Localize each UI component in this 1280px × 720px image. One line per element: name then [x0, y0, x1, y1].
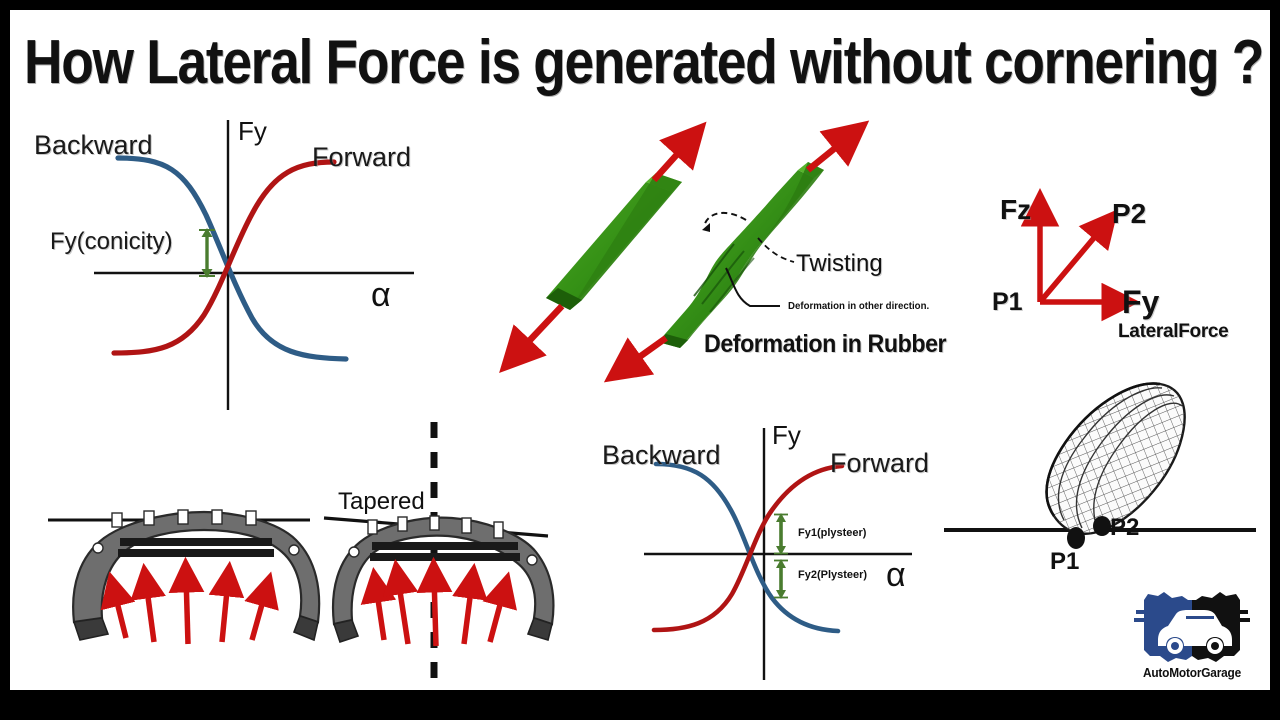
- page-title: How Lateral Force is generated without c…: [24, 24, 1264, 100]
- contact-point-p1-dot: [1067, 527, 1085, 549]
- plysteer-fy1-arrow: [774, 513, 788, 555]
- deformation-leader-line: [725, 267, 780, 307]
- plysteer-y-axis-label: Fy: [772, 420, 801, 450]
- rubber-arrow-down-left: [499, 303, 565, 374]
- tire-sections-svg: [48, 422, 555, 678]
- force-vector-panel: Fz P2 Fy LateralForce P1: [972, 178, 1270, 358]
- vector-fz-label: Fz: [1000, 194, 1032, 225]
- cambered-tire-svg: [944, 382, 1256, 549]
- plysteer-fy2-label: Fy2(Plysteer): [798, 569, 868, 581]
- page-title-text: How Lateral Force is generated without c…: [24, 27, 1264, 97]
- cambered-p2-label: P2: [1110, 514, 1140, 541]
- twisting-leader-line: [757, 237, 795, 263]
- conicity-measure-arrow: [199, 228, 215, 278]
- brand-logo-text: AutoMotorGarage: [1142, 666, 1242, 680]
- plysteer-chart-panel: Backward Forward Fy α Fy1(plysteer): [576, 418, 976, 690]
- vector-p1-label: P1: [992, 288, 1023, 316]
- cambered-tire-panel: P2 P1: [936, 368, 1266, 588]
- conicity-measure-label: Fy(conicity): [50, 228, 173, 255]
- plysteer-chart-svg: [644, 428, 912, 680]
- plysteer-forward-label: Forward: [830, 448, 930, 478]
- rubber-arrow-up-right: [805, 120, 870, 173]
- force-vector-svg: [1020, 188, 1140, 322]
- conicity-y-axis-label: Fy: [238, 116, 267, 146]
- rubber-deformation-panel: Twisting Deformation in other direction.…: [458, 120, 978, 383]
- conicity-forward-curve: [111, 159, 337, 356]
- tapered-label: Tapered: [338, 488, 425, 515]
- tire-sections-panel: Tapered: [28, 410, 568, 690]
- conicity-x-axis-label: α: [371, 276, 391, 314]
- conicity-forward-label: Forward: [312, 142, 412, 172]
- deformation-note-label: Deformation in other direction.: [788, 300, 930, 312]
- conicity-backward-label: Backward: [34, 130, 153, 160]
- plysteer-forward-curve: [651, 463, 845, 633]
- rubber-deformation-svg: [499, 120, 870, 383]
- plysteer-x-axis-label: α: [886, 556, 906, 594]
- plysteer-backward-curve: [653, 461, 841, 634]
- conicity-chart-panel: Backward Forward Fy α Fy(conicity): [16, 110, 456, 420]
- rubber-arrow-up-left: [651, 121, 707, 183]
- conicity-chart-svg: [94, 120, 414, 410]
- slide-canvas: How Lateral Force is generated without c…: [10, 10, 1270, 690]
- twisting-arc-icon: [702, 211, 747, 232]
- deformation-caption: Deformation in Rubber: [704, 330, 947, 358]
- tire-section-tapered: [323, 515, 555, 647]
- cambered-p1-label: P1: [1050, 548, 1080, 575]
- twisting-label: Twisting: [796, 250, 883, 277]
- contact-point-p2-dot: [1093, 516, 1111, 536]
- shield-car-icon: [1134, 592, 1250, 662]
- brand-logo[interactable]: AutoMotorGarage: [1128, 586, 1256, 682]
- vector-p2-label: P2: [1112, 198, 1147, 229]
- plysteer-fy2-arrow: [774, 559, 788, 599]
- plysteer-fy1-label: Fy1(plysteer): [798, 527, 867, 539]
- vector-p2-arrow: [1037, 209, 1119, 304]
- rubber-arrow-down-right: [603, 335, 668, 383]
- tire-section-uniform: [48, 509, 321, 645]
- vector-fy-label: Fy: [1122, 284, 1160, 320]
- plysteer-backward-label: Backward: [602, 440, 721, 470]
- rubber-bar-undeformed: [546, 173, 682, 310]
- vector-fy-sublabel: LateralForce: [1118, 321, 1229, 342]
